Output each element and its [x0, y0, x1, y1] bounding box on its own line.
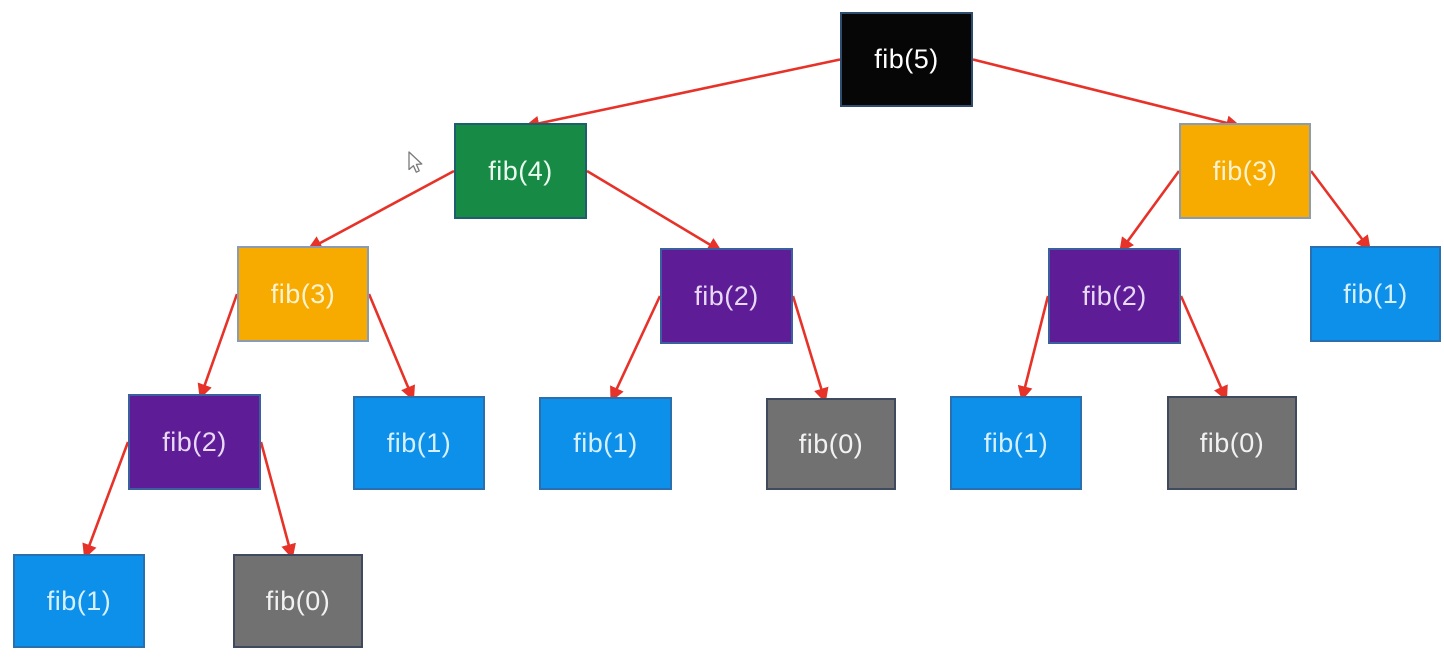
- edge-n2l-n1d: [82, 441, 130, 560]
- tree-node-label: fib(4): [488, 155, 553, 186]
- tree-node-label: fib(1): [386, 427, 452, 458]
- tree-node-n1rr: fib(1): [1310, 246, 1441, 342]
- tree-node-n3l: fib(3): [237, 246, 369, 342]
- edge-n5-n3r: [972, 58, 1242, 131]
- edge-n2r-n0b: [1179, 295, 1228, 402]
- tree-node-label: fib(3): [1212, 155, 1278, 186]
- tree-node-label: fib(2): [162, 426, 227, 457]
- tree-node-n1b: fib(1): [539, 397, 672, 490]
- tree-node-n1a: fib(1): [353, 396, 485, 490]
- tree-node-label: fib(2): [1082, 280, 1147, 311]
- edge-n2m-n1b: [610, 295, 662, 403]
- tree-node-label: fib(0): [1199, 427, 1265, 458]
- tree-node-label: fib(3): [270, 278, 336, 309]
- edge-n4-n2m: [586, 169, 723, 253]
- tree-node-n2r: fib(2): [1048, 248, 1181, 344]
- tree-node-label: fib(1): [46, 585, 112, 616]
- tree-node-label: fib(1): [983, 427, 1049, 458]
- tree-node-n0c: fib(0): [233, 554, 363, 648]
- tree-node-n3r: fib(3): [1179, 123, 1311, 219]
- edge-n2m-n0a: [791, 295, 829, 404]
- tree-node-label: fib(5): [874, 44, 939, 74]
- tree-node-n0b: fib(0): [1167, 396, 1297, 490]
- edge-n3l-n1a: [367, 293, 415, 402]
- edge-n3r-n1rr: [1309, 170, 1371, 251]
- tree-node-n5: fib(5): [840, 12, 973, 107]
- tree-node-n2m: fib(2): [660, 248, 793, 344]
- tree-node-label: fib(0): [265, 585, 331, 616]
- tree-node-n1c: fib(1): [950, 396, 1082, 490]
- tree-node-label: fib(2): [694, 280, 759, 311]
- tree-node-label: fib(1): [573, 428, 638, 458]
- tree-node-label: fib(0): [798, 428, 864, 459]
- tree-node-label: fib(1): [1343, 278, 1408, 309]
- edge-n5-n4: [524, 58, 841, 131]
- tree-node-n2l: fib(2): [128, 394, 261, 490]
- edge-n2l-n0c: [259, 441, 296, 560]
- mouse-cursor-icon: [408, 151, 423, 173]
- edge-n3l-n2l: [197, 293, 239, 400]
- edge-n4-n3l: [307, 169, 455, 251]
- tree-node-n1d: fib(1): [13, 554, 145, 648]
- tree-node-n0a: fib(0): [766, 398, 896, 490]
- edge-n3r-n2r: [1119, 170, 1181, 253]
- tree-node-n4: fib(4): [454, 123, 587, 219]
- edge-n2r-n1c: [1017, 295, 1050, 402]
